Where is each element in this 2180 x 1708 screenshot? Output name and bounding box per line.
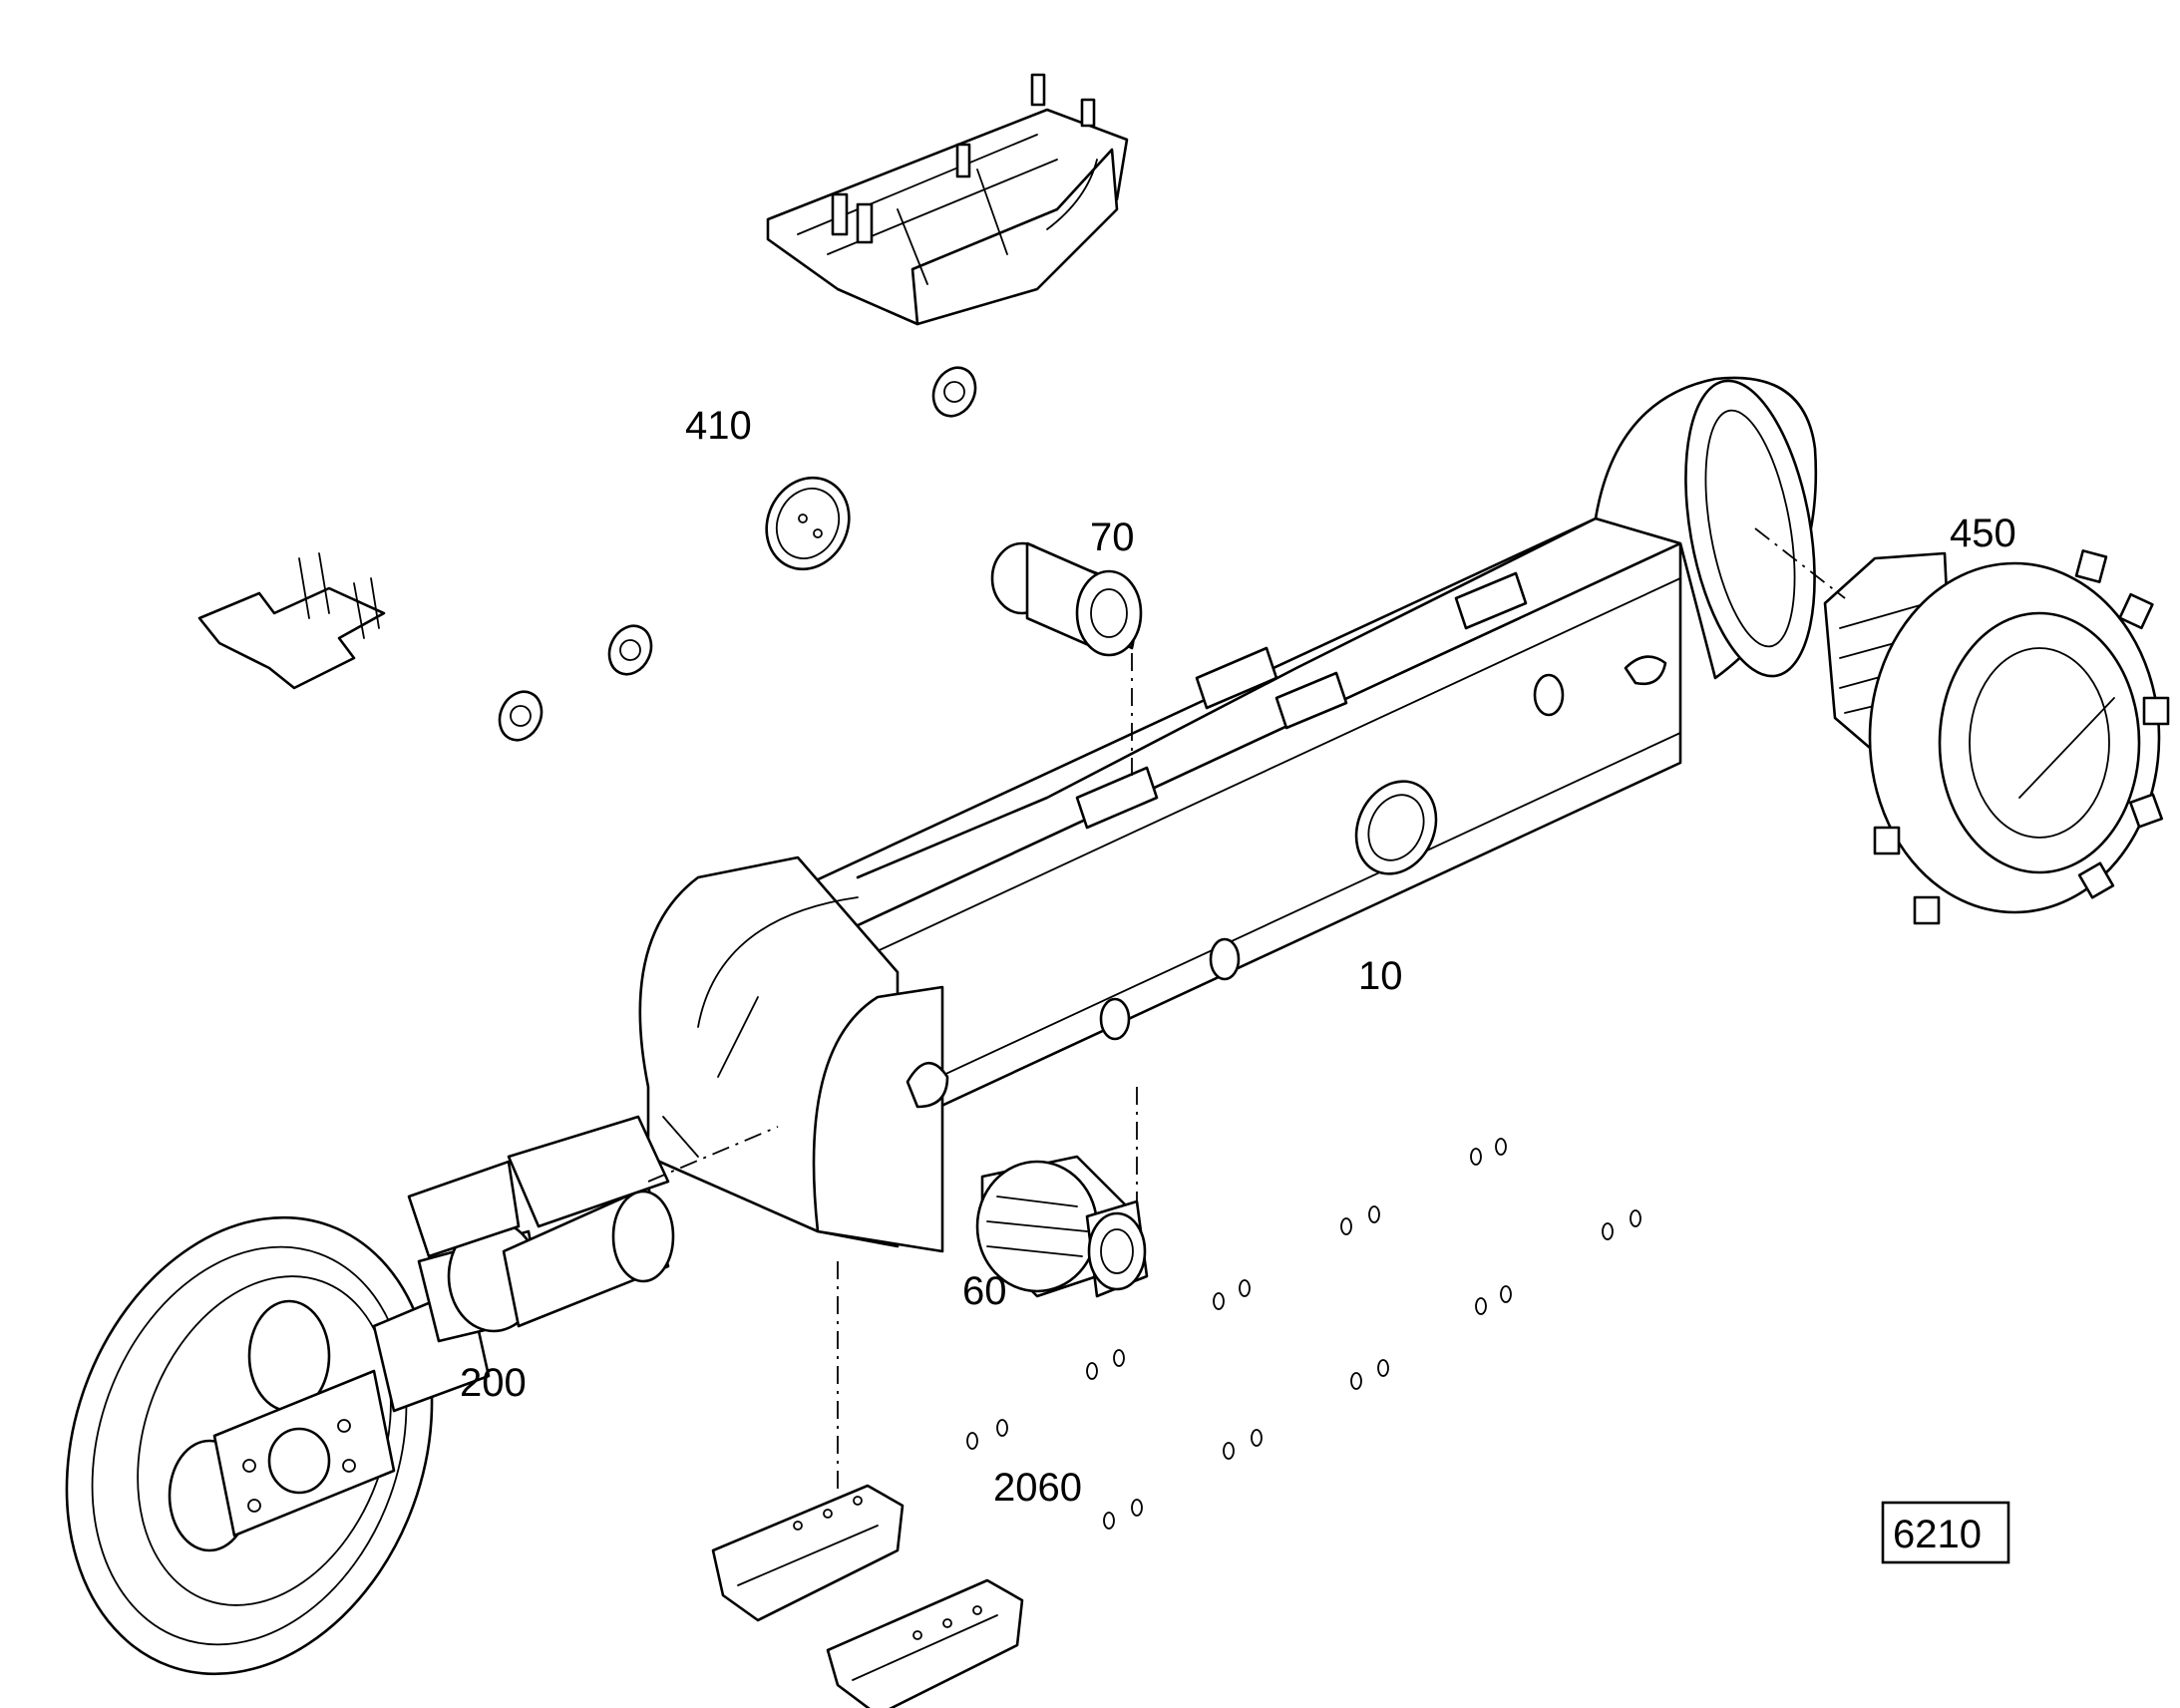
track-guide-plate-2[interactable]: [826, 1578, 1024, 1708]
callout-60: 60: [962, 1269, 1007, 1313]
bracket-plate[interactable]: [197, 552, 386, 690]
callout-200: 200: [460, 1361, 527, 1405]
cover-plate-410[interactable]: [752, 464, 864, 582]
callout-410: 410: [685, 404, 752, 448]
callout-450: 450: [1950, 512, 2016, 555]
callout-70: 70: [1090, 515, 1135, 559]
assembly-centerlines: [647, 527, 1846, 1496]
carrier-roller-70[interactable]: [990, 541, 1143, 657]
track-roller-60[interactable]: [975, 1155, 1149, 1298]
bolt-set-2060[interactable]: [966, 1138, 1641, 1530]
callout-10: 10: [1358, 954, 1403, 998]
callout-2060: 2060: [993, 1466, 1082, 1510]
cover-plate-small-3[interactable]: [492, 685, 548, 747]
cover-plate-small-2[interactable]: [601, 619, 658, 681]
track-frame-10[interactable]: [638, 371, 1835, 1253]
cover-plate-small-1[interactable]: [925, 361, 982, 423]
figure-number-box: 6210: [1881, 1501, 2010, 1564]
figure-number: 6210: [1893, 1513, 1982, 1556]
track-guide-plate-1[interactable]: [711, 1484, 905, 1622]
top-guard-assembly[interactable]: [766, 73, 1129, 326]
final-drive-sprocket-450[interactable]: [1823, 549, 2170, 925]
front-idler-200[interactable]: [5, 1115, 675, 1708]
